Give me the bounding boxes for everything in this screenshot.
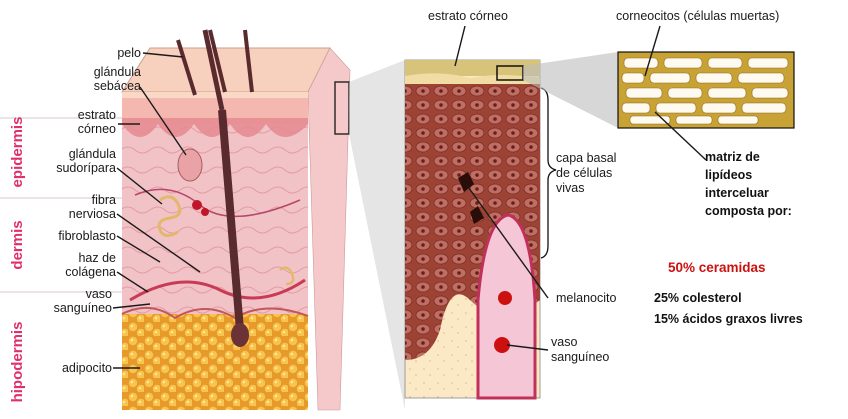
label-acidos-graxos: 15% ácidos graxos livres [654, 312, 803, 326]
label-glandula-sudoripara-2: sudorípara [56, 161, 116, 175]
label-vaso-sanguineo-1: vaso [86, 287, 112, 301]
label-glandula-sebacea-1: glándula [94, 65, 141, 79]
label-vaso-sanguineo-2: sanguíneo [54, 301, 112, 315]
label-estrato-corneo-1: estrato [78, 108, 116, 122]
label-colesterol: 25% colesterol [654, 291, 742, 305]
label-matriz-3: interceluar [705, 186, 769, 200]
label-matriz-1: matriz de [705, 150, 760, 164]
label-capa-basal-2: de células [556, 166, 612, 180]
label-matriz-2: lipídeos [705, 168, 752, 182]
label-vaso-sanguineo-mid-1: vaso [551, 335, 577, 349]
brace-capa-basal [541, 88, 556, 258]
label-vaso-sanguineo-mid-2: sanguíneo [551, 350, 609, 364]
label-haz-colagena-1: haz de [78, 251, 116, 265]
label-haz-colagena-2: colágena [65, 265, 116, 279]
label-fibra-nerviosa-2: nerviosa [69, 207, 116, 221]
zoom-callout-left [349, 60, 405, 410]
middle-panel [405, 60, 540, 398]
label-glandula-sebacea-2: sebácea [94, 79, 141, 93]
label-capa-basal-1: capa basal [556, 151, 616, 165]
layer-label-dermis: dermis [9, 220, 26, 269]
label-capa-basal-3: vivas [556, 181, 584, 195]
label-melanocito: melanocito [556, 291, 616, 305]
label-fibra-nerviosa-1: fibra [92, 193, 116, 207]
label-fibroblasto: fibroblasto [58, 229, 116, 243]
label-estrato-corneo-mid: estrato córneo [428, 9, 508, 23]
label-ceramidas: 50% ceramidas [668, 260, 766, 275]
layer-label-hipodermis: hipodermis [9, 322, 26, 403]
label-adipocito: adipocito [62, 361, 112, 375]
label-glandula-sudoripara-1: glándula [69, 147, 116, 161]
layer-label-epidermis: epidermis [9, 117, 26, 188]
corneocyte-panel [618, 52, 794, 128]
label-pelo: pelo [117, 46, 141, 60]
label-estrato-corneo-2: córneo [78, 122, 116, 136]
label-corneocitos: corneocitos (células muertas) [616, 9, 779, 23]
label-matriz-4: composta por: [705, 204, 792, 218]
skin-block [122, 30, 350, 410]
